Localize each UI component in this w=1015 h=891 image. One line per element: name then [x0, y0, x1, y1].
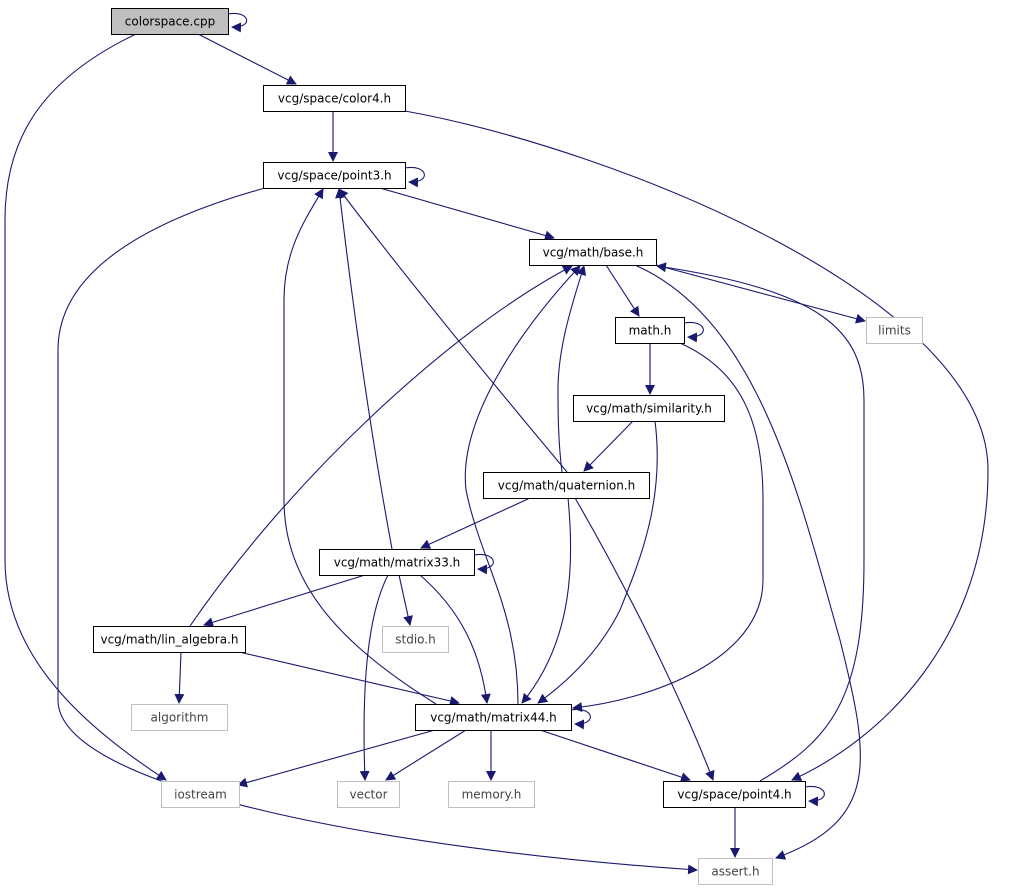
edge-point4-h-to-base-h: [656, 262, 865, 782]
node-box-color4-h: [263, 85, 406, 112]
edge-point3-h-to-assert-h: [57, 187, 698, 875]
node-base-h[interactable]: vcg/math/base.h: [529, 239, 657, 266]
node-assert-h: assert.h: [698, 858, 773, 885]
node-box-point4-h: [663, 781, 806, 808]
node-label-point3-h: vcg/space/point3.h: [277, 169, 391, 183]
edges-layer: [4, 12, 989, 875]
node-label-assert-h: assert.h: [711, 865, 759, 879]
edge-base-h-to-assert-h: [634, 264, 861, 860]
node-algorithm: algorithm: [131, 704, 228, 731]
edge-quaternion-h-to-point4-h: [574, 497, 715, 781]
node-box-colorspace-cpp: [111, 8, 229, 35]
edge-quaternion-h-to-base-h: [557, 265, 587, 473]
edge-similarity-h-to-quaternion-h: [583, 420, 634, 472]
node-label-vector: vector: [349, 788, 387, 802]
edge-matrix33-h-to-vector: [359, 574, 389, 781]
node-color4-h[interactable]: vcg/space/color4.h: [263, 85, 406, 112]
node-math-h[interactable]: math.h: [615, 317, 685, 344]
edge-matrix44-h-to-base-h: [464, 265, 581, 705]
edge-base-h-to-limits: [655, 264, 866, 324]
edge-lin-algebra-h-to-matrix44-h: [238, 651, 460, 706]
node-memory-h: memory.h: [448, 781, 535, 808]
node-label-memory-h: memory.h: [462, 788, 522, 802]
node-colorspace-cpp[interactable]: colorspace.cpp: [111, 8, 229, 35]
edge-matrix33-h-to-lin-algebra-h: [203, 574, 366, 628]
node-box-quaternion-h: [483, 472, 650, 499]
node-box-lin-algebra-h: [93, 626, 246, 653]
node-label-iostream: iostream: [174, 788, 227, 802]
edge-base-h-to-math-h: [605, 264, 640, 317]
node-box-matrix44-h: [415, 704, 572, 731]
edge-quaternion-h-to-point3-h: [338, 188, 568, 473]
node-label-algorithm: algorithm: [151, 711, 209, 725]
node-label-color4-h: vcg/space/color4.h: [278, 92, 391, 106]
node-quaternion-h[interactable]: vcg/math/quaternion.h: [483, 472, 650, 499]
edge-matrix44-h-to-point3-h: [283, 188, 437, 705]
node-label-limits: limits: [878, 324, 911, 338]
node-box-assert-h: [698, 858, 773, 885]
edge-point3-h-to-base-h: [379, 187, 555, 241]
node-box-matrix33-h: [319, 549, 475, 576]
node-label-quaternion-h: vcg/math/quaternion.h: [498, 479, 635, 493]
node-label-point4-h: vcg/space/point4.h: [677, 788, 791, 802]
edge-quaternion-h-to-matrix44-h: [521, 497, 572, 704]
node-lin-algebra-h[interactable]: vcg/math/lin_algebra.h: [93, 626, 246, 653]
edge-lin-algebra-h-to-algorithm: [174, 651, 185, 704]
edge-matrix44-h-to-matrix44-h: [570, 708, 591, 730]
node-box-point3-h: [263, 162, 406, 189]
edge-math-h-to-matrix44-h: [572, 342, 764, 713]
node-label-lin-algebra-h: vcg/math/lin_algebra.h: [100, 633, 238, 647]
node-label-base-h: vcg/math/base.h: [543, 246, 644, 260]
edge-quaternion-h-to-matrix33-h: [420, 497, 531, 549]
edge-colorspace-cpp-to-color4-h: [197, 33, 297, 85]
edge-matrix44-h-to-vector: [385, 729, 467, 781]
node-box-math-h: [615, 317, 685, 344]
edge-colorspace-cpp-to-iostream: [4, 33, 167, 781]
node-vector: vector: [337, 781, 400, 808]
edge-colorspace-cpp-to-colorspace-cpp: [227, 12, 248, 33]
edge-matrix44-h-to-iostream: [237, 729, 436, 788]
edge-matrix33-h-to-point3-h: [335, 188, 393, 550]
node-stdio-h: stdio.h: [382, 626, 449, 653]
edge-math-h-to-math-h: [683, 321, 704, 343]
node-label-math-h: math.h: [629, 324, 672, 338]
node-box-limits: [866, 317, 923, 344]
node-point4-h[interactable]: vcg/space/point4.h: [663, 781, 806, 808]
node-similarity-h[interactable]: vcg/math/similarity.h: [573, 395, 725, 422]
node-label-matrix33-h: vcg/math/matrix33.h: [334, 556, 461, 570]
edge-matrix44-h-to-point4-h: [539, 729, 691, 782]
node-box-base-h: [529, 239, 657, 266]
node-label-stdio-h: stdio.h: [395, 633, 435, 647]
edge-point4-h-to-point4-h: [804, 785, 825, 807]
edge-similarity-h-to-matrix44-h: [537, 420, 658, 704]
edge-color4-h-to-point4-h: [404, 110, 989, 781]
node-matrix44-h[interactable]: vcg/math/matrix44.h: [415, 704, 572, 731]
node-box-vector: [337, 781, 400, 808]
node-box-stdio-h: [382, 626, 449, 653]
node-limits: limits: [866, 317, 923, 344]
node-box-memory-h: [448, 781, 535, 808]
edge-matrix33-h-to-matrix44-h: [419, 574, 491, 704]
node-matrix33-h[interactable]: vcg/math/matrix33.h: [319, 549, 475, 576]
node-iostream: iostream: [161, 781, 240, 808]
node-label-matrix44-h: vcg/math/matrix44.h: [430, 711, 557, 725]
node-label-similarity-h: vcg/math/similarity.h: [586, 402, 712, 416]
nodes-layer: colorspace.cpp vcg/space/color4.h vcg/spac…: [93, 8, 923, 885]
edge-point3-h-to-point3-h: [404, 166, 425, 188]
node-box-algorithm: [131, 704, 228, 731]
node-box-similarity-h: [573, 395, 725, 422]
node-box-iostream: [161, 781, 240, 808]
node-label-colorspace-cpp: colorspace.cpp: [125, 15, 215, 29]
edge-lin-algebra-h-to-base-h: [189, 265, 573, 627]
node-point3-h[interactable]: vcg/space/point3.h: [263, 162, 406, 189]
edge-matrix33-h-to-matrix33-h: [473, 553, 494, 575]
edge-matrix33-h-to-stdio-h: [398, 574, 413, 626]
